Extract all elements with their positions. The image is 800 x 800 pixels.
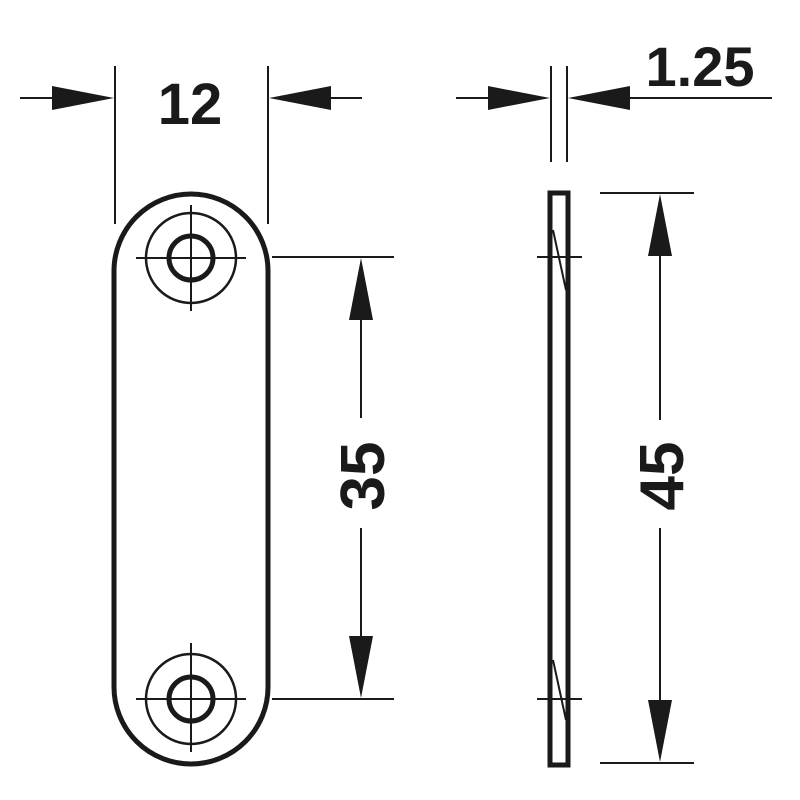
side-plate-outline [547, 190, 571, 768]
front-view [111, 191, 271, 767]
side-view [537, 190, 582, 768]
thickness-arrow-right [568, 86, 630, 110]
plate-outline [111, 191, 271, 767]
width-arrow-left [52, 86, 114, 110]
spacing-arrow-top [349, 258, 373, 320]
bottom-mounting-hole [136, 643, 246, 752]
width-arrow-right [269, 86, 331, 110]
length-arrow-bottom [648, 700, 672, 762]
length-arrow-top [648, 194, 672, 256]
thickness-label: 1.25 [646, 35, 755, 98]
length-label: 45 [628, 442, 697, 511]
spacing-label: 35 [329, 442, 398, 511]
spacing-arrow-bottom [349, 636, 373, 698]
width-dimension: 12 [20, 66, 362, 224]
hole-spacing-dimension: 35 [272, 256, 398, 700]
top-mounting-hole [136, 205, 246, 311]
length-dimension: 45 [600, 192, 697, 764]
thickness-arrow-left [488, 86, 550, 110]
thickness-dimension: 1.25 [456, 35, 772, 162]
width-label: 12 [158, 72, 223, 137]
